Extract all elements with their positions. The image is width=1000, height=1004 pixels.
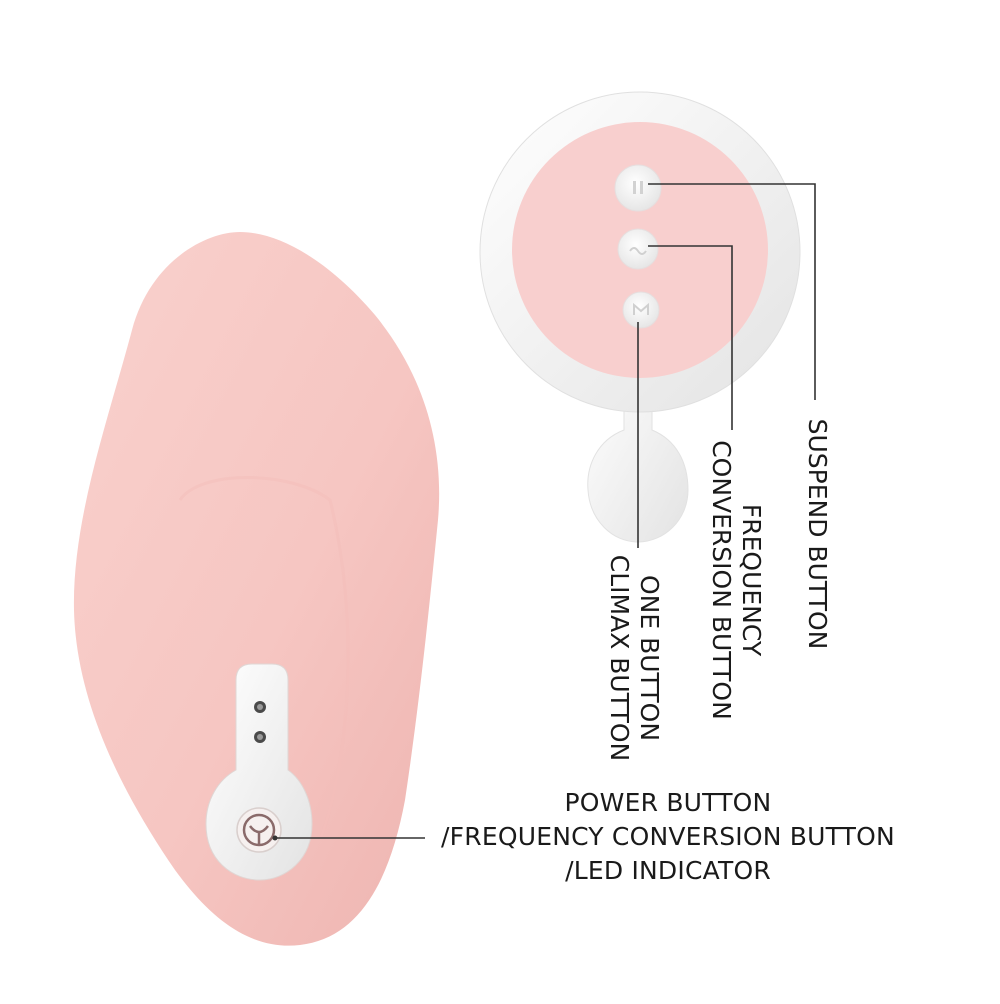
power-label-line-1: POWER BUTTON	[564, 788, 772, 817]
power-label: POWER BUTTON /FREQUENCY CONVERSION BUTTO…	[428, 786, 908, 888]
climax-label: ONE BUTTON CLIMAX BUTTON	[604, 548, 664, 768]
power-label-line-2: /FREQUENCY CONVERSION BUTTON	[441, 822, 895, 851]
vibrator-body	[73, 232, 440, 946]
frequency-leader-line	[648, 245, 733, 430]
m-icon	[633, 302, 649, 315]
body-shell	[73, 232, 440, 946]
charging-contacts-icon	[254, 701, 266, 743]
climax-label-line-2: CLIMAX BUTTON	[605, 554, 634, 762]
frequency-label-line-2: CONVERSION BUTTON	[707, 440, 736, 720]
leader-lines	[272, 183, 816, 841]
climax-label-line-1: ONE BUTTON	[635, 574, 664, 742]
wave-icon	[629, 247, 647, 255]
device-control-plate	[205, 663, 313, 881]
power-label-line-3: /LED INDICATOR	[565, 856, 771, 885]
suspend-leader-line	[648, 183, 816, 400]
one-button-climax-button[interactable]	[622, 291, 660, 329]
frequency-conversion-button[interactable]	[617, 228, 659, 270]
suspend-label: SUSPEND BUTTON	[802, 414, 832, 654]
suspend-label-line-1: SUSPEND BUTTON	[803, 418, 832, 650]
frequency-label: FREQUENCY CONVERSION BUTTON	[706, 430, 766, 730]
suspend-button[interactable]	[614, 164, 662, 212]
frequency-label-line-1: FREQUENCY	[737, 503, 766, 657]
power-symbol-icon[interactable]	[236, 807, 282, 853]
pause-icon	[633, 181, 643, 194]
